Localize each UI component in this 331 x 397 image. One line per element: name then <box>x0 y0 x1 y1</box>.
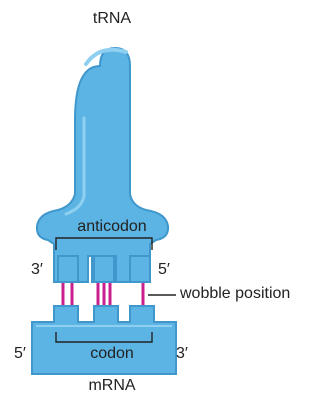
trna-three-prime-label: 3′ <box>31 261 43 279</box>
mrna-five-prime-label: 5′ <box>14 345 26 363</box>
base-pair-lines <box>63 283 143 305</box>
trna-five-prime-label: 5′ <box>158 261 170 279</box>
trna-title: tRNA <box>82 10 142 28</box>
anticodon-base-1 <box>58 256 78 282</box>
anticodon-base-3 <box>130 256 150 282</box>
codon-label: codon <box>62 345 162 363</box>
anticodon-label: anticodon <box>62 218 162 236</box>
mrna-three-prime-label: 3′ <box>176 345 188 363</box>
mrna-title: mRNA <box>72 377 152 395</box>
anticodon-base-2 <box>94 256 114 282</box>
mrna-molecule <box>32 306 176 374</box>
wobble-position-label: wobble position <box>180 285 290 303</box>
